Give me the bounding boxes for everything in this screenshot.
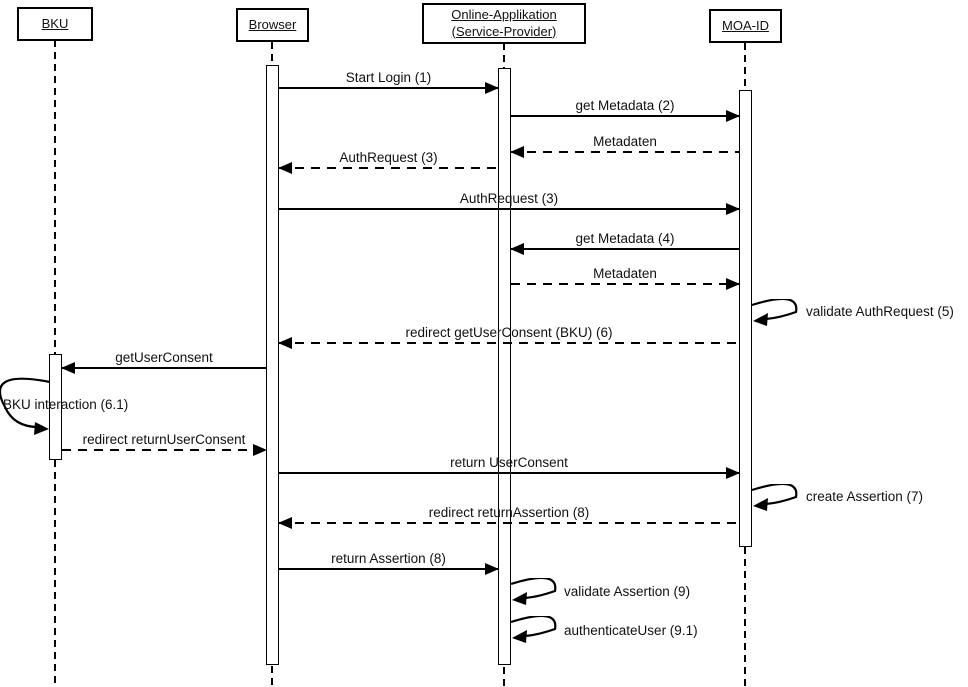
self-loop-arrow-icon xyxy=(510,616,557,643)
message-label: AuthRequest (3) xyxy=(459,191,559,206)
self-message-create-assertion xyxy=(751,484,801,514)
message-line xyxy=(279,568,498,570)
arrowhead-icon xyxy=(510,243,524,255)
self-message-label: validate AuthRequest (5) xyxy=(806,304,954,319)
self-message-validate-authrequest xyxy=(751,299,801,329)
message-label: get Metadata (4) xyxy=(575,231,675,246)
actor-label-bku: BKU xyxy=(41,15,69,31)
arrowhead-icon xyxy=(278,337,292,349)
message-line xyxy=(279,472,739,474)
self-loop-arrow-icon xyxy=(0,377,51,435)
self-loop-arrow-icon xyxy=(751,299,798,326)
activation-bku xyxy=(49,354,62,460)
arrowhead-icon xyxy=(726,278,740,290)
actor-label-browser: Browser xyxy=(248,16,297,32)
arrowhead-icon xyxy=(253,444,267,456)
arrowhead-icon xyxy=(61,362,75,374)
activation-browser xyxy=(266,65,279,665)
arrowhead-icon xyxy=(485,82,499,94)
message-label: Start Login (1) xyxy=(345,70,432,85)
arrowhead-icon xyxy=(278,162,292,174)
arrowhead-icon xyxy=(278,517,292,529)
activation-online-app xyxy=(498,68,511,665)
message-line xyxy=(279,208,739,210)
self-message-label: create Assertion (7) xyxy=(806,489,924,504)
message-line xyxy=(279,522,739,524)
message-label: redirect returnUserConsent xyxy=(82,432,246,447)
self-message-label: validate Assertion (9) xyxy=(564,584,691,599)
self-message-validate-assertion xyxy=(510,578,560,608)
message-line xyxy=(511,283,739,285)
message-line xyxy=(62,367,266,369)
message-label: Metadaten xyxy=(593,266,657,281)
message-line xyxy=(511,248,739,250)
activation-moa-id xyxy=(739,90,752,547)
message-label: get Metadata (2) xyxy=(575,98,675,113)
message-line xyxy=(511,115,739,117)
arrowhead-icon xyxy=(485,563,499,575)
self-message-label: BKU interaction (6.1) xyxy=(3,397,129,412)
message-label: Metadaten xyxy=(593,134,657,149)
self-loop-arrow-icon xyxy=(751,484,798,511)
message-line xyxy=(62,449,266,451)
actor-box-browser: Browser xyxy=(236,8,309,42)
actor-box-bku: BKU xyxy=(17,7,93,41)
message-label: return UserConsent xyxy=(450,455,568,470)
self-message-bku-interaction xyxy=(0,377,51,435)
message-label: getUserConsent xyxy=(115,350,213,365)
message-label: redirect getUserConsent (BKU) (6) xyxy=(405,325,613,340)
arrowhead-icon xyxy=(510,146,524,158)
arrowhead-icon xyxy=(726,110,740,122)
message-label: redirect returnAssertion (8) xyxy=(428,505,590,520)
actor-box-online-app: Online-Applikation (Service-Provider) xyxy=(422,3,586,44)
message-line xyxy=(511,151,739,153)
self-message-authenticateuser xyxy=(510,616,560,646)
self-loop-arrow-icon xyxy=(510,578,557,605)
message-label: AuthRequest (3) xyxy=(339,150,438,165)
message-line xyxy=(279,342,739,344)
message-label: return Assertion (8) xyxy=(331,551,446,566)
message-line xyxy=(279,87,498,89)
actor-label-online-app: Online-Applikation (Service-Provider) xyxy=(451,7,557,39)
actor-label-moa-id: MOA-ID xyxy=(722,17,769,33)
actor-box-moa-id: MOA-ID xyxy=(709,9,782,43)
arrowhead-icon xyxy=(726,467,740,479)
arrowhead-icon xyxy=(726,203,740,215)
message-line xyxy=(279,167,498,169)
self-message-label: authenticateUser (9.1) xyxy=(564,623,698,638)
